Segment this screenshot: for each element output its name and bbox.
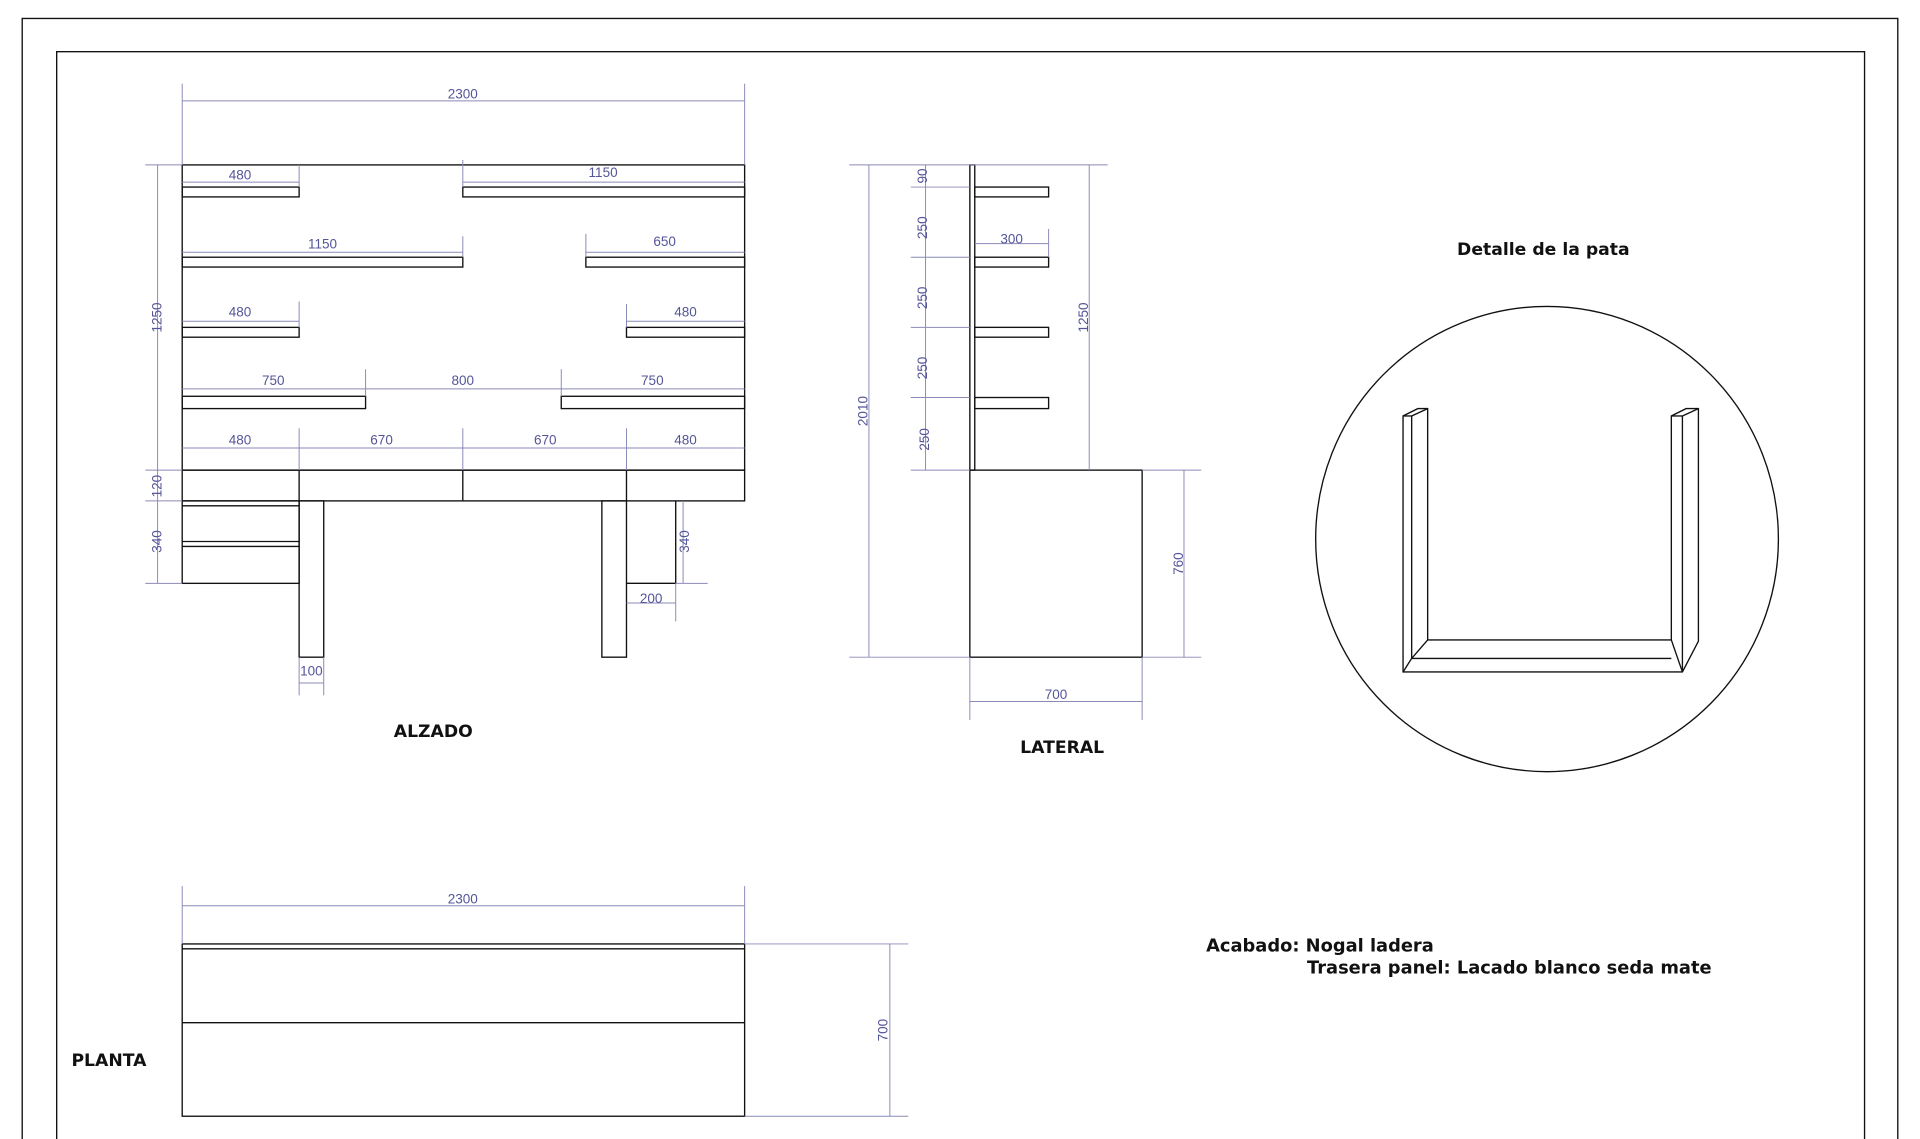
alzado-geometry [181,164,746,658]
dim-shelf1-right: 1150 [589,165,618,180]
dim-panel-height: 1250 [149,302,164,332]
alzado-title: ALZADO [394,722,473,742]
detalle-view: Detalle de la pata [1314,240,1780,773]
dim-top-thickness: 120 [149,475,164,498]
dim-shelf4-right: 750 [641,373,664,388]
alzado-view: 2300 480 1150 1150 650 480 480 750 800 7… [145,83,746,742]
dim-shelf-depth: 300 [1000,232,1023,247]
dim-planta-depth: 700 [875,1019,890,1042]
dim-shelf3-left: 480 [229,304,252,319]
dim-spacing-3: 250 [915,357,930,380]
dim-leg-width: 100 [300,664,323,679]
dim-spacing-4: 250 [917,428,932,451]
dim-right-module-width: 200 [640,591,663,606]
dim-top-a: 480 [229,432,252,447]
dim-shelf3-right: 480 [674,304,697,319]
dim-drawer-height-right: 340 [677,530,692,553]
planta-title: PLANTA [71,1051,147,1071]
dim-shelf1-left: 480 [229,168,252,183]
alzado-dimension-lines [145,83,746,696]
planta-dimension-lines [181,886,909,1117]
dim-panel-height-lateral: 1250 [1076,302,1091,332]
dim-total-width: 2300 [448,86,478,101]
inner-border [55,51,1866,1139]
outer-border [21,17,1899,1139]
dim-desk-depth: 700 [1045,687,1068,702]
note-acabado: Acabado: Nogal ladera [1206,935,1434,956]
note-trasera: Trasera panel: Lacado blanco seda mate [1307,957,1712,978]
planta-geometry [181,943,746,1117]
detail-circle [1314,305,1780,773]
planta-view: 2300 700 PLANTA [71,886,909,1117]
lateral-dimension-lines [849,164,1202,720]
dim-planta-width: 2300 [448,891,478,906]
lateral-title: LATERAL [1020,738,1104,758]
dim-top-b: 670 [370,432,393,447]
leg-detail-drawing [1402,407,1700,673]
dim-total-height: 2010 [856,396,871,426]
dim-top-gap: 90 [915,168,930,183]
dim-top-d: 480 [674,432,697,447]
dim-spacing-1: 250 [915,216,930,239]
dim-shelf4-left: 750 [262,373,285,388]
detalle-title: Detalle de la pata [1457,240,1630,260]
dim-drawer-height-left: 340 [149,530,164,553]
dim-spacing-2: 250 [915,287,930,310]
lateral-geometry [969,164,1143,658]
dim-shelf4-gap: 800 [452,373,475,388]
dim-top-c: 670 [534,432,557,447]
lateral-view: 2010 90 250 250 250 250 300 1250 760 700… [849,164,1202,758]
dim-desk-height: 760 [1171,552,1186,575]
dim-shelf2-right: 650 [653,234,676,249]
dim-shelf2-left: 1150 [308,237,337,252]
